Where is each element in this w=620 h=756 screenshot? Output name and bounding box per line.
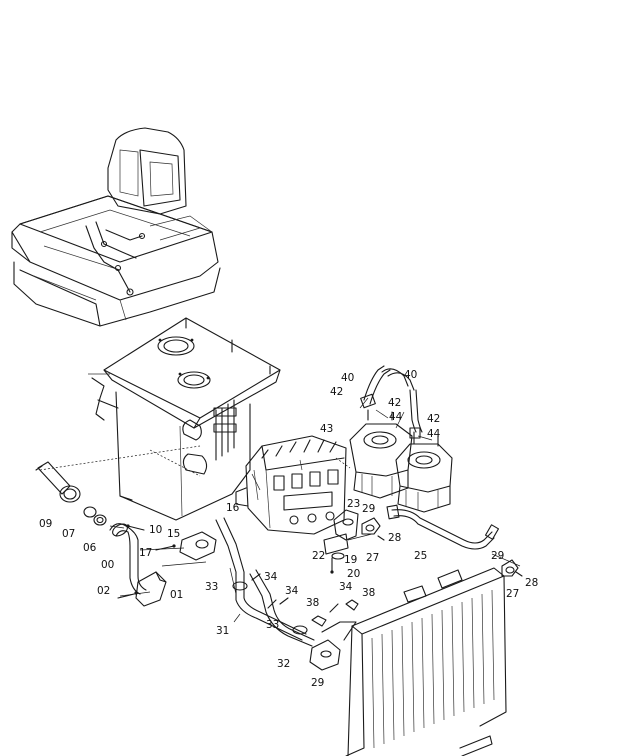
part-label-33-b: 33 — [266, 619, 279, 631]
suction-hose-09 — [35, 461, 81, 503]
clamp-33-a — [232, 581, 248, 591]
return-pipe-31 — [215, 517, 307, 641]
part-label-25: 25 — [414, 550, 427, 562]
hydraulic-tank — [88, 317, 281, 521]
part-label-44-b: 44 — [427, 428, 441, 440]
control-valve — [235, 435, 347, 535]
bolt-20 — [330, 557, 334, 574]
excavator-overview-illustration — [11, 127, 221, 327]
part-label-01: 01 — [170, 589, 183, 601]
part-label-00: 00 — [101, 559, 114, 571]
block-29 — [309, 639, 341, 671]
swing-motor-right — [395, 431, 453, 513]
oil-cooler — [345, 567, 507, 756]
flange-01 — [135, 571, 167, 607]
plug-38 — [311, 599, 359, 627]
part-label-34-b: 34 — [285, 585, 299, 597]
hose-40-pair — [360, 365, 423, 439]
hose-25 — [386, 504, 500, 550]
part-label-07: 07 — [62, 528, 75, 540]
swing-motor-left — [349, 409, 413, 499]
part-label-28-b: 28 — [525, 577, 538, 589]
bolt-28 — [377, 535, 523, 577]
oring-19 — [331, 552, 345, 560]
part-label-44-a: 44 — [389, 411, 403, 423]
bolt-02 — [117, 591, 138, 599]
part-label-42-c: 42 — [427, 413, 440, 425]
part-label-09: 09 — [39, 518, 52, 530]
bolt-10 — [126, 524, 145, 531]
clamp-33-b — [292, 625, 308, 635]
elbow-fitting-23 — [333, 509, 359, 541]
part-label-34-a: 34 — [264, 571, 278, 583]
bolt-34 — [251, 573, 339, 613]
part-label-22: 22 — [312, 550, 325, 562]
part-label-34-c: 34 — [339, 581, 353, 593]
part-label-31: 31 — [216, 625, 229, 637]
adapter-27-left — [361, 517, 381, 535]
part-label-27-a: 27 — [366, 552, 379, 564]
part-labels: 40 40 42 42 42 44 44 43 23 29 29 29 28 2… — [39, 369, 538, 689]
part-label-02: 02 — [97, 585, 110, 597]
adapter-27-right — [501, 559, 519, 577]
part-label-28-a: 28 — [388, 532, 401, 544]
part-label-33-a: 33 — [205, 581, 218, 593]
part-label-43: 43 — [320, 423, 333, 435]
part-label-42-b: 42 — [388, 397, 401, 409]
clamp-07 — [83, 506, 97, 518]
bracket-pipe — [321, 621, 357, 641]
part-label-10: 10 — [149, 524, 162, 536]
part-label-38-b: 38 — [362, 587, 375, 599]
part-label-23: 23 — [347, 498, 360, 510]
part-label-29-b: 29 — [491, 550, 504, 562]
part-label-40-b: 40 — [404, 369, 417, 381]
part-label-38-a: 38 — [306, 597, 319, 609]
bolt-17 — [155, 544, 176, 551]
return-pipe-32 — [249, 569, 315, 647]
part-label-19: 19 — [344, 554, 357, 566]
part-label-29-c: 29 — [311, 677, 324, 689]
part-label-40-a: 40 — [341, 372, 354, 384]
part-label-15: 15 — [167, 528, 180, 540]
part-label-32: 32 — [277, 658, 290, 670]
part-label-16: 16 — [226, 502, 240, 514]
flange-22 — [323, 533, 349, 555]
leader-lines — [39, 397, 521, 623]
part-label-27-b: 27 — [506, 588, 519, 600]
part-label-06: 06 — [83, 542, 97, 554]
part-label-29-a: 29 — [362, 503, 375, 515]
part-label-20: 20 — [347, 568, 360, 580]
block-15 — [179, 531, 217, 561]
part-label-17: 17 — [139, 547, 152, 559]
part-label-42-a: 42 — [330, 386, 343, 398]
adapter-06 — [93, 514, 107, 526]
